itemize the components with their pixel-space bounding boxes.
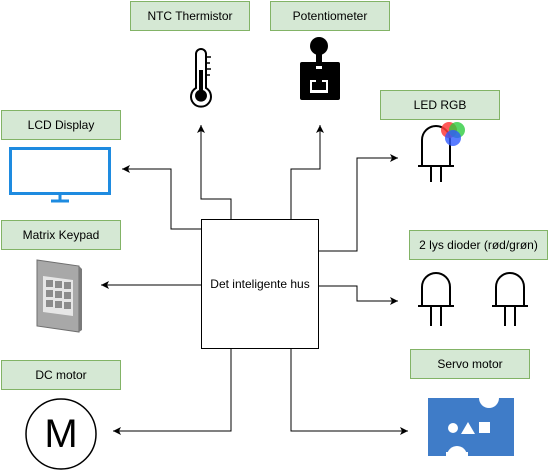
potentiometer-icon xyxy=(300,37,340,100)
dual-leds-label: 2 lys dioder (rød/grøn) xyxy=(409,230,548,260)
edge-to-dc-motor xyxy=(113,349,232,435)
edge-to-servo xyxy=(290,349,408,435)
hub-node: Det inteligente hus xyxy=(201,219,319,349)
edge-to-pot xyxy=(290,125,324,219)
lcd-display-label: LCD Display xyxy=(1,110,121,140)
dc-motor-label: DC motor xyxy=(1,360,121,390)
edge-to-ntc xyxy=(197,125,232,219)
edge-to-dual-leds xyxy=(319,285,398,305)
edge-to-lcd xyxy=(122,165,201,230)
servo-motor-icon xyxy=(428,394,514,462)
potentiometer-label: Potentiometer xyxy=(270,1,390,31)
lcd-monitor-icon xyxy=(9,147,111,203)
ntc-thermistor-label: NTC Thermistor xyxy=(130,1,250,31)
edge-to-led-rgb xyxy=(319,154,398,252)
dc-motor-icon xyxy=(25,398,97,470)
rgb-led-icon xyxy=(418,122,465,182)
thermometer-icon xyxy=(190,48,212,108)
servo-motor-label: Servo motor xyxy=(410,349,530,379)
motor-letter: M xyxy=(44,411,78,456)
matrix-keypad-label: Matrix Keypad xyxy=(1,220,121,250)
led-rgb-label: LED RGB xyxy=(380,90,500,120)
dual-led-icon xyxy=(418,272,528,326)
matrix-keypad-icon xyxy=(36,259,82,333)
hub-label: Det inteligente hus xyxy=(210,277,310,291)
